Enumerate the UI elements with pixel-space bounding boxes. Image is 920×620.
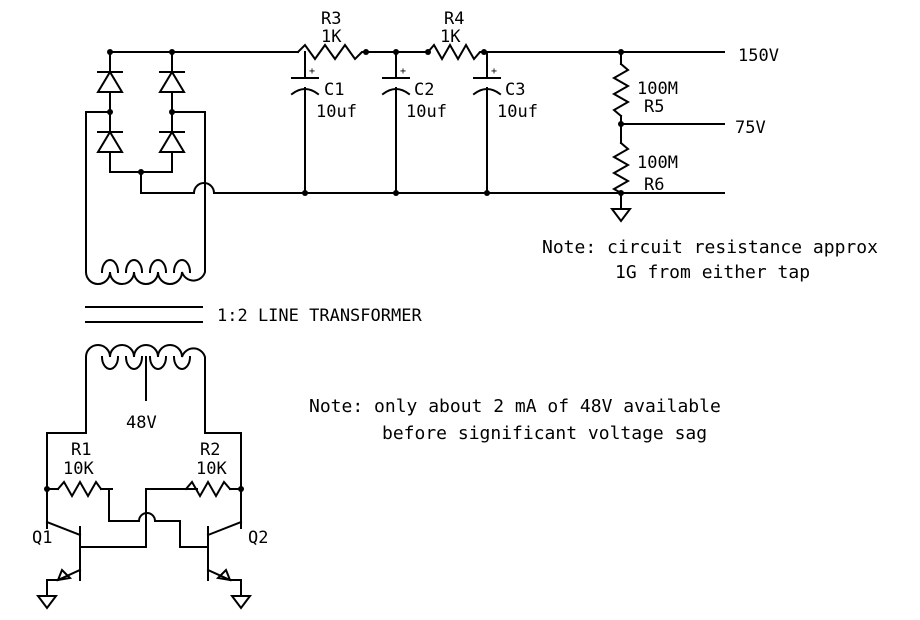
resistor-r2 [184, 479, 232, 499]
q2-label: Q2 [248, 528, 268, 548]
c2-polarity-mark: + [400, 66, 406, 77]
resistance-note-line1: Note: circuit resistance approx [542, 237, 878, 258]
capacitor-c2 [381, 51, 411, 194]
diode-d4 [158, 130, 186, 153]
output-75v-label: 75V [735, 118, 766, 138]
resistance-note-line2: 1G from either tap [615, 262, 810, 283]
r2-name-label: R2 [200, 440, 220, 460]
capacitor-c1 [290, 51, 320, 194]
c2-value-label: 10uf [406, 102, 447, 122]
diode-d1 [96, 70, 124, 93]
diode-d3 [96, 130, 124, 153]
c2-name-label: C2 [414, 80, 434, 100]
r1-value-label: 10K [63, 459, 94, 479]
transformer-primary-winding [85, 344, 206, 408]
c1-name-label: C1 [324, 80, 344, 100]
transistor-q1 [36, 520, 82, 610]
c1-polarity-mark: + [309, 66, 315, 77]
ground-symbol-divider [610, 208, 632, 223]
current-note-line2: before significant voltage sag [382, 423, 707, 444]
r3-value-label: 1K [321, 27, 342, 47]
capacitor-c3 [472, 51, 502, 194]
resistor-r3 [296, 43, 367, 61]
current-note-line1: Note: only about 2 mA of 48V available [309, 396, 721, 417]
q1-label: Q1 [32, 528, 52, 548]
resistor-r6 [611, 141, 631, 209]
ground-symbol-q2 [230, 595, 252, 610]
center-tap-48v-label: 48V [126, 413, 157, 433]
c3-name-label: C3 [505, 80, 525, 100]
r3-name-label: R3 [321, 9, 341, 29]
r6-name-label: R6 [644, 175, 664, 195]
ground-symbol-q1 [36, 595, 58, 610]
r4-name-label: R4 [444, 9, 464, 29]
bridge-rectifier [85, 51, 725, 263]
r2-value-label: 10K [196, 459, 227, 479]
transformer-label: 1:2 LINE TRANSFORMER [217, 306, 422, 326]
transformer-core [85, 306, 203, 323]
resistor-r5 [611, 51, 631, 144]
r1-name-label: R1 [71, 440, 91, 460]
r4-value-label: 1K [440, 27, 461, 47]
r5-value-label: 100M [637, 79, 678, 99]
oscillator-wiring [46, 406, 242, 548]
c3-polarity-mark: + [491, 66, 497, 77]
c1-value-label: 10uf [316, 102, 357, 122]
junction-dots [44, 49, 624, 492]
r6-value-label: 100M [637, 153, 678, 173]
r5-name-label: R5 [644, 97, 664, 117]
transformer-secondary-winding [85, 259, 206, 285]
c3-value-label: 10uf [497, 102, 538, 122]
diode-d2 [158, 70, 186, 93]
output-150v-label: 150V [738, 46, 779, 66]
resistor-r4 [426, 42, 485, 62]
resistor-r1 [56, 479, 103, 499]
transistor-q2 [206, 520, 252, 610]
